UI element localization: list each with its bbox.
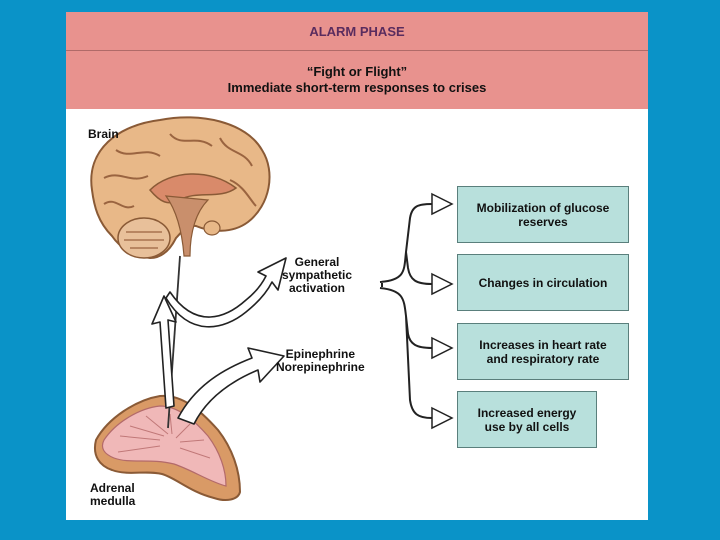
adrenal-line2: medulla bbox=[90, 494, 136, 508]
feedback-arrow bbox=[151, 295, 177, 409]
response-line2: reserves bbox=[518, 214, 568, 229]
adrenal-label: Adrenal medulla bbox=[90, 482, 135, 508]
hormones-label: Epinephrine Norepinephrine bbox=[276, 348, 365, 374]
hormones-line1: Epinephrine bbox=[285, 347, 356, 361]
phase-title: ALARM PHASE bbox=[309, 24, 405, 39]
response-box: Changes in circulation bbox=[457, 254, 629, 311]
response-line2: use by all cells bbox=[484, 419, 570, 434]
response-line1: Increases in heart rate bbox=[479, 337, 607, 352]
response-brace bbox=[379, 203, 433, 419]
response-box: Increased energy use by all cells bbox=[457, 391, 597, 448]
response-line1: Increased energy bbox=[477, 405, 577, 420]
brain-label: Brain bbox=[88, 127, 119, 141]
hormone-arrow bbox=[177, 347, 285, 425]
sympathetic-arrow bbox=[165, 257, 287, 328]
response-box: Mobilization of glucose reserves bbox=[457, 186, 629, 243]
response-box: Increases in heart rate and respiratory … bbox=[457, 323, 629, 380]
sympathetic-line2: sympathetic bbox=[282, 268, 353, 282]
hormones-line2: Norepinephrine bbox=[276, 360, 365, 374]
phase-header bbox=[66, 12, 648, 51]
response-line2: and respiratory rate bbox=[486, 351, 600, 366]
response-line1: Mobilization of glucose bbox=[476, 200, 610, 215]
adrenal-line1: Adrenal bbox=[90, 481, 135, 495]
brain-illustration bbox=[90, 116, 271, 260]
sympathetic-label: General sympathetic activation bbox=[282, 256, 352, 295]
subtitle-band bbox=[66, 51, 648, 109]
subtitle-description: Immediate short-term responses to crises bbox=[227, 80, 487, 95]
sympathetic-line1: General bbox=[294, 255, 340, 269]
sympathetic-line3: activation bbox=[289, 281, 346, 295]
adrenal-illustration bbox=[94, 394, 242, 501]
response-line1: Changes in circulation bbox=[478, 275, 608, 290]
subtitle-quote: “Fight or Flight” bbox=[306, 64, 408, 79]
